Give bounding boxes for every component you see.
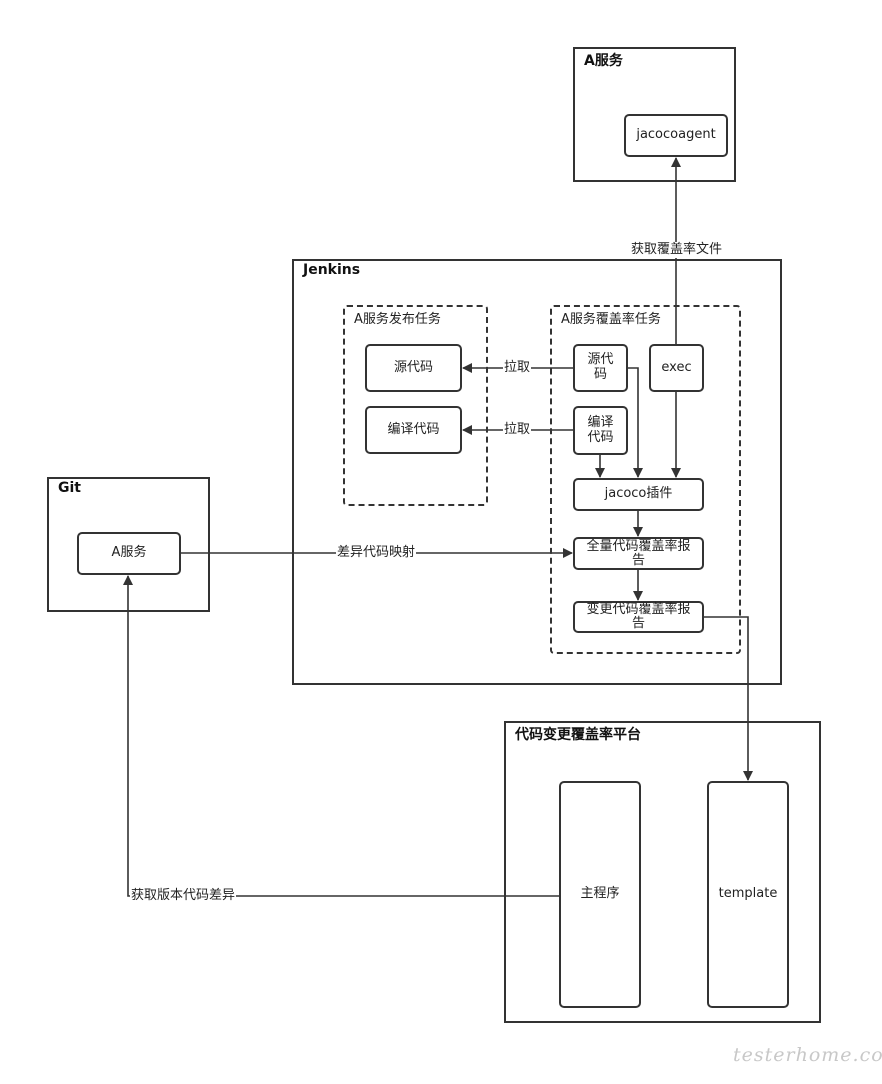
group-service-a: A服务 [573, 47, 736, 182]
subgroup-coverage-task: A服务覆盖率任务 [550, 305, 741, 654]
edge-label-get-version-diff: 获取版本代码差异 [130, 888, 237, 904]
node-diff-report: 变更代码覆盖率报 告 [573, 601, 704, 633]
node-git-service: A服务 [77, 532, 181, 575]
edge-main-to-git [123, 575, 560, 897]
edge-label-pull-compile: 拉取 [503, 422, 532, 438]
edge-diff-to-template [704, 616, 753, 781]
edge-label-get-coverage-file: 获取覆盖率文件 [630, 242, 724, 258]
node-release-compile: 编译代码 [365, 406, 462, 454]
watermark: testerhome.com [733, 1044, 882, 1066]
group-jenkins-title: Jenkins [303, 262, 361, 278]
subgroup-release-task: A服务发布任务 [343, 305, 488, 506]
group-git: Git [47, 477, 210, 612]
subgroup-release-task-title: A服务发布任务 [354, 312, 441, 327]
node-main-program: 主程序 [559, 781, 641, 1008]
node-cov-source: 源代 码 [573, 344, 628, 392]
edge-label-diff-mapping: 差异代码映射 [336, 545, 417, 561]
node-cov-compile: 编译 代码 [573, 406, 628, 455]
node-full-report: 全量代码覆盖率报 告 [573, 537, 704, 570]
node-template: template [707, 781, 789, 1008]
group-jenkins: Jenkins [292, 259, 782, 685]
edge-label-pull-source: 拉取 [503, 360, 532, 376]
group-service-a-title: A服务 [584, 53, 623, 69]
subgroup-coverage-task-title: A服务覆盖率任务 [561, 312, 661, 327]
node-release-source: 源代码 [365, 344, 462, 392]
node-jacoco-plugin: jacoco插件 [573, 478, 704, 511]
node-jacocoagent: jacocoagent [624, 114, 728, 157]
edge-source-to-plugin [627, 367, 643, 478]
node-exec: exec [649, 344, 704, 392]
group-platform-title: 代码变更覆盖率平台 [515, 727, 641, 743]
group-platform: 代码变更覆盖率平台 [504, 721, 821, 1023]
group-git-title: Git [58, 480, 81, 496]
